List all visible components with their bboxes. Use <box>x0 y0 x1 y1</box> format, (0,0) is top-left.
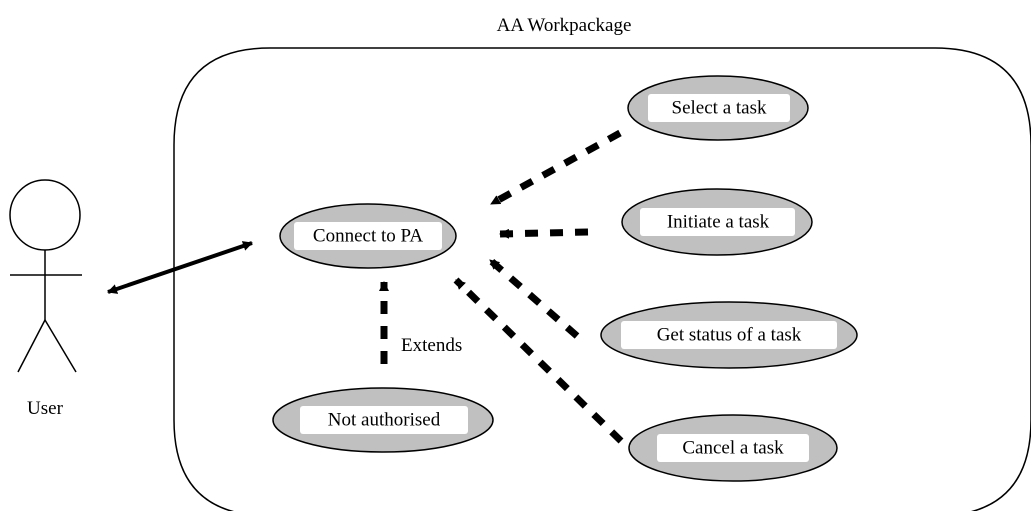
actor-label: User <box>27 398 64 419</box>
use-case-not-authorised-label-bg <box>300 406 468 434</box>
use-case-status-label-bg <box>621 321 837 349</box>
system-title: AA Workpackage <box>497 15 632 36</box>
extends-label: Extends <box>401 335 462 356</box>
association-line <box>107 241 253 294</box>
use-case-select[interactable]: Select a task <box>627 75 809 141</box>
use-case-cancel-label-bg <box>657 434 809 462</box>
actor-head <box>9 179 81 251</box>
use-case-cancel[interactable]: Cancel a task <box>628 414 838 482</box>
user-actor[interactable]: User <box>9 179 82 419</box>
initiate-arrow <box>499 228 589 239</box>
use-case-initiate-label-bg <box>640 208 795 236</box>
actor-right-leg <box>44 319 77 373</box>
use-case-select-label-bg <box>648 94 790 122</box>
use-case-connect[interactable]: Connect to PA <box>279 203 457 269</box>
select-arrow <box>489 129 622 208</box>
use-case-cancel-label: Cancel a task <box>682 438 784 459</box>
use-case-status[interactable]: Get status of a task <box>600 301 858 369</box>
use-case-connect-label: Connect to PA <box>313 226 423 247</box>
system-boundary <box>173 47 1031 511</box>
status-arrow <box>487 257 580 339</box>
actor-left-leg <box>17 319 46 373</box>
use-case-connect-label-bg <box>294 222 442 250</box>
use-case-select-label: Select a task <box>672 98 767 119</box>
use-case-not-authorised[interactable]: Not authorised <box>272 387 494 453</box>
use-case-status-label: Get status of a task <box>657 325 802 346</box>
use-case-initiate[interactable]: Initiate a task <box>621 188 813 256</box>
use-case-not-authorised-label: Not authorised <box>328 410 441 431</box>
use-case-initiate-label: Initiate a task <box>667 212 770 233</box>
